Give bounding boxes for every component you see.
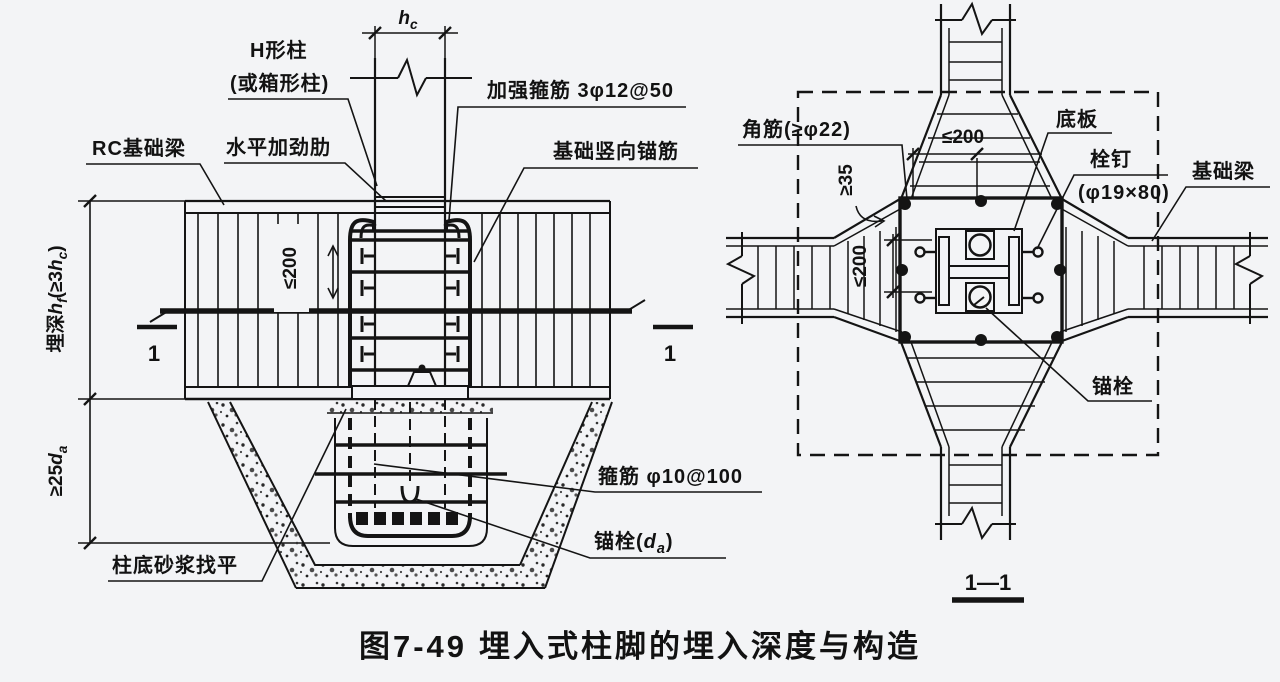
column-zone — [896, 195, 1066, 346]
label-h-column: H形柱 (或箱形柱) — [228, 38, 378, 187]
right-beam-hatching — [1065, 227, 1235, 332]
side-spacing-dimension: ≤200 — [850, 233, 932, 299]
left-beam — [725, 198, 903, 343]
svg-text:锚栓: 锚栓 — [1092, 374, 1134, 398]
dim-stirrup-spacing: ≤200 — [280, 247, 301, 289]
dim-top-spacing: ≤200 — [942, 127, 984, 148]
anchor-bolt-top — [968, 233, 992, 257]
svg-text:底板: 底板 — [1056, 107, 1098, 131]
beam-break-symbol — [935, 1, 1016, 37]
svg-text:水平加劲肋: 水平加劲肋 — [226, 135, 331, 159]
stirrup-spacing-dimension: ≤200 — [274, 224, 339, 312]
label-base-plate: 底板 — [1013, 107, 1112, 232]
anchor-bolt-bottom — [968, 285, 992, 309]
section-cut-line — [149, 299, 646, 323]
foundation-beam — [149, 199, 646, 401]
column-break-symbol — [350, 57, 472, 98]
top-beam — [899, 1, 1063, 200]
base-plate-outline — [935, 228, 1023, 314]
label-strengthening-stirrups: 加强箍筋 3φ12@50 — [448, 78, 686, 221]
dim-embedment-depth: 埋深hf(≥3hc) — [44, 245, 70, 352]
top-spacing-dimension: ≤200 — [906, 127, 1042, 199]
svg-text:RC基础梁: RC基础梁 — [92, 136, 186, 160]
anchor-plate-teeth — [356, 512, 458, 525]
label-rc-foundation-beam: RC基础梁 — [86, 136, 225, 206]
label-plan-anchor-bolt: 锚栓 — [985, 307, 1152, 402]
label-foundation-beam: 基础梁 — [1151, 159, 1270, 242]
column-base-plate — [351, 385, 469, 400]
section-cut-marks: 1 1 — [137, 324, 693, 366]
corner-bars — [896, 195, 1066, 346]
horizontal-stiffener-plate — [375, 196, 445, 208]
label-mortar-leveling: 柱底砂浆找平 — [108, 408, 347, 582]
svg-text:(或箱形柱): (或箱形柱) — [230, 71, 329, 95]
anchor-bolt-cage — [315, 364, 507, 547]
svg-text:角筋(≥φ22): 角筋(≥φ22) — [742, 117, 851, 141]
svg-text:1—1: 1—1 — [965, 570, 1011, 595]
label-foundation-vertical-anchor-bars: 基础竖向锚筋 — [473, 139, 698, 263]
stirrup-bars — [350, 229, 470, 372]
beam-rebar-hatching — [197, 213, 591, 387]
bottom-beam-hatching — [908, 357, 1054, 504]
figure-caption: 图7-49 埋入式柱脚的埋入深度与构造 — [0, 621, 1280, 666]
svg-text:加强箍筋 3φ12@50: 加强箍筋 3φ12@50 — [486, 78, 674, 102]
dim-anchor-embedment: ≥25da — [46, 445, 70, 496]
svg-text:(φ19×80): (φ19×80) — [1078, 182, 1170, 204]
plan-dimensions: ≤200 ≤200 ≥35 — [836, 127, 1042, 299]
dim-cover: ≥35 — [836, 164, 857, 196]
stirrup-cage — [348, 218, 472, 386]
bottom-beam — [899, 341, 1063, 541]
left-beam-hatching — [757, 227, 897, 332]
column-flange-right — [1008, 236, 1020, 306]
column-width-dimension: hc — [362, 8, 458, 58]
section-mark-right: 1 — [664, 341, 676, 366]
section-labels: RC基础梁 水平加劲肋 H形柱 (或箱形柱) 加强箍筋 3φ12@50 基础竖向… — [86, 38, 762, 582]
beam-break-symbol — [725, 232, 757, 324]
right-beam — [1059, 198, 1268, 343]
column-web — [948, 265, 1010, 279]
label-horizontal-stiffener: 水平加劲肋 — [224, 135, 387, 202]
svg-text:基础竖向锚筋: 基础竖向锚筋 — [553, 139, 679, 163]
label-anchor-bolt: 锚栓(da) — [415, 498, 726, 559]
label-pit-stirrups: 箍筋 φ10@100 — [373, 463, 762, 493]
plan-labels: 角筋(≥φ22) 底板 栓钉 (φ19×80) 基础梁 锚栓 1—1 — [738, 107, 1270, 603]
section-view: hc — [44, 8, 762, 589]
column-flange-left — [938, 236, 950, 306]
shear-studs — [360, 248, 460, 362]
svg-text:锚栓(da): 锚栓(da) — [594, 529, 674, 557]
beam-break-symbol — [935, 505, 1016, 541]
svg-text:箍筋 φ10@100: 箍筋 φ10@100 — [598, 464, 743, 488]
section-mark-left: 1 — [148, 341, 160, 366]
plan-section-title: 1—1 — [952, 570, 1024, 603]
anchor-bolt-nut — [406, 371, 438, 387]
foundation-pit — [207, 401, 613, 589]
beam-break-symbol — [1233, 232, 1265, 324]
cover-dimension: ≥35 — [836, 164, 886, 228]
node-boundary-dashed — [796, 90, 1160, 457]
svg-text:栓钉: 栓钉 — [1090, 147, 1132, 171]
dim-side-spacing: ≤200 — [850, 245, 871, 287]
figure-number: 图7-49 — [358, 629, 468, 664]
dim-hc: hc — [398, 8, 418, 32]
label-stud: 栓钉 (φ19×80) — [1036, 147, 1170, 250]
svg-text:H形柱: H形柱 — [250, 38, 307, 62]
figure-title: 埋入式柱脚的埋入深度与构造 — [479, 629, 922, 664]
svg-text:柱底砂浆找平: 柱底砂浆找平 — [112, 553, 238, 577]
label-corner-bars: 角筋(≥φ22) — [738, 117, 908, 200]
svg-text:基础梁: 基础梁 — [1192, 159, 1255, 183]
plan-view: ≤200 ≤200 ≥35 角筋(≥φ22) 底 — [725, 1, 1270, 603]
top-beam-hatching — [910, 41, 1050, 187]
